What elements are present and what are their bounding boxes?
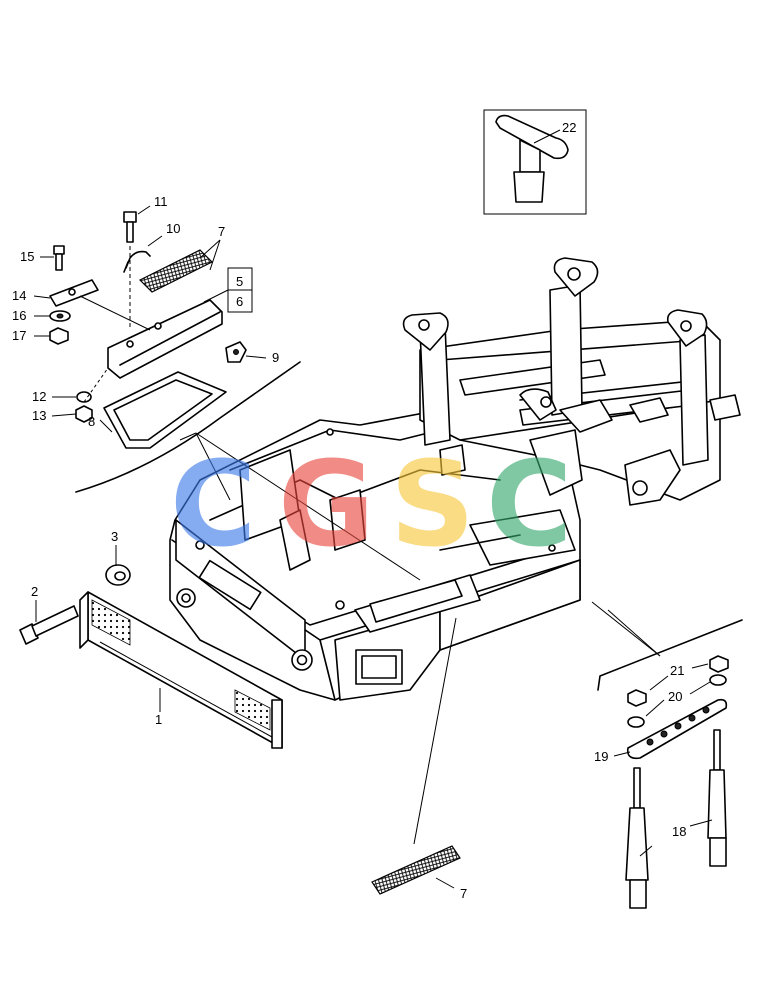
- t-wrench: [495, 114, 569, 203]
- watermark-letter-3: S: [390, 435, 475, 573]
- part-16-washer: [49, 310, 71, 322]
- part-20-washer: [627, 674, 727, 728]
- part-3-bushing: [105, 564, 131, 586]
- bracket-5-6: [203, 267, 253, 313]
- callout-18: 18: [672, 824, 686, 839]
- callout-7-upper: 7: [218, 224, 225, 239]
- main-frame: [75, 257, 743, 701]
- part-10-handle: [123, 250, 151, 273]
- callout-19: 19: [594, 749, 608, 764]
- callout-labels: 1 2 3 5 6 7 7 8 9 10 11 12 13 14 15 16 1…: [12, 120, 713, 901]
- callout-17: 17: [12, 328, 26, 343]
- callout-10: 10: [166, 221, 180, 236]
- callout-15: 15: [20, 249, 34, 264]
- part-19-clamp-plate: [626, 698, 728, 760]
- callout-9: 9: [272, 350, 279, 365]
- part-18-threaded-rod: [625, 729, 727, 909]
- part-1-grille-plate: [79, 591, 283, 749]
- part-12-washer: [76, 391, 92, 403]
- part-17-nut: [49, 327, 69, 345]
- callout-2: 2: [31, 584, 38, 599]
- callout-5: 5: [236, 274, 243, 289]
- watermark-letter-4: C: [486, 435, 573, 573]
- part-15-bolt: [53, 245, 65, 271]
- part-7-anti-slip-pad-lower: [371, 845, 461, 895]
- callout-11: 11: [154, 194, 168, 209]
- inset-tool-box: [483, 109, 587, 215]
- callout-20: 20: [668, 689, 682, 704]
- callout-1: 1: [155, 712, 162, 727]
- callout-8: 8: [88, 414, 95, 429]
- part-21-nut: [627, 655, 729, 707]
- callout-14: 14: [12, 288, 26, 303]
- callout-21: 21: [670, 663, 684, 678]
- part-5-6-step-plate: [107, 299, 223, 379]
- callout-22: 22: [562, 120, 576, 135]
- part-11-screw: [123, 211, 137, 243]
- callout-6: 6: [236, 294, 243, 309]
- part-14-bracket: [49, 279, 99, 307]
- callout-16: 16: [12, 308, 26, 323]
- callout-3: 3: [111, 529, 118, 544]
- callout-13: 13: [32, 408, 46, 423]
- part-8-gasket-frame: [103, 371, 227, 449]
- watermark-letter-2: G: [278, 435, 375, 573]
- callout-12: 12: [32, 389, 46, 404]
- part-13-nut: [75, 405, 93, 423]
- part-9-clip: [225, 341, 247, 363]
- watermark-letter-1: C: [170, 435, 257, 573]
- part-2-bolt: [19, 605, 79, 645]
- part-7-anti-slip-pad-upper: [138, 249, 214, 293]
- watermark-logo: C G S C: [170, 435, 573, 573]
- callout-7-lower: 7: [460, 886, 467, 901]
